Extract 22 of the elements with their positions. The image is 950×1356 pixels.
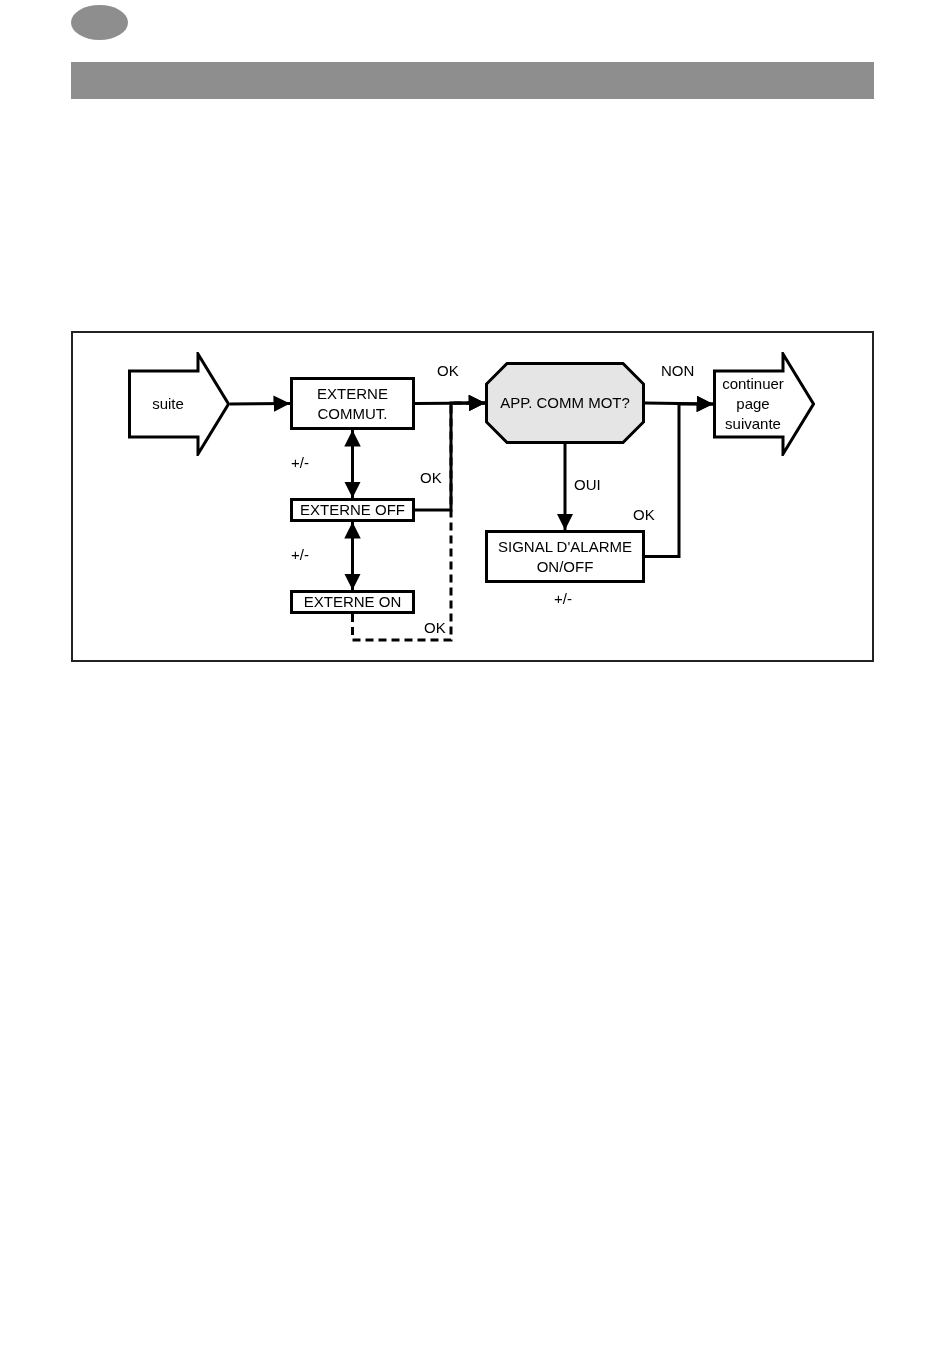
process-box (290, 377, 415, 430)
process-box (485, 530, 645, 583)
block-arrow (713, 352, 815, 456)
connector-arrow (344, 522, 361, 590)
connector-arrow (645, 395, 713, 558)
node-text: SIGNAL D'ALARME ON/OFF (497, 536, 633, 577)
node-text: EXTERNE OFF (300, 500, 405, 520)
process-box (290, 590, 415, 614)
connector-arrow (344, 430, 361, 498)
process-box (290, 498, 415, 522)
block-arrow (128, 352, 230, 456)
connector-arrow (230, 395, 290, 412)
key-label: +/- (554, 590, 572, 608)
decision-octagon (485, 362, 645, 444)
node-text: EXTERNE ON (303, 592, 402, 612)
connector-arrow (556, 444, 574, 530)
node-text: suite (152, 394, 184, 414)
connector-arrow (351, 394, 485, 642)
node-text: continuer page suivante (721, 374, 785, 434)
node-text: EXTERNE COMMUT. (316, 383, 389, 424)
node-text: APP. COMM MOT? (500, 393, 630, 413)
connector-arrow (644, 395, 714, 412)
